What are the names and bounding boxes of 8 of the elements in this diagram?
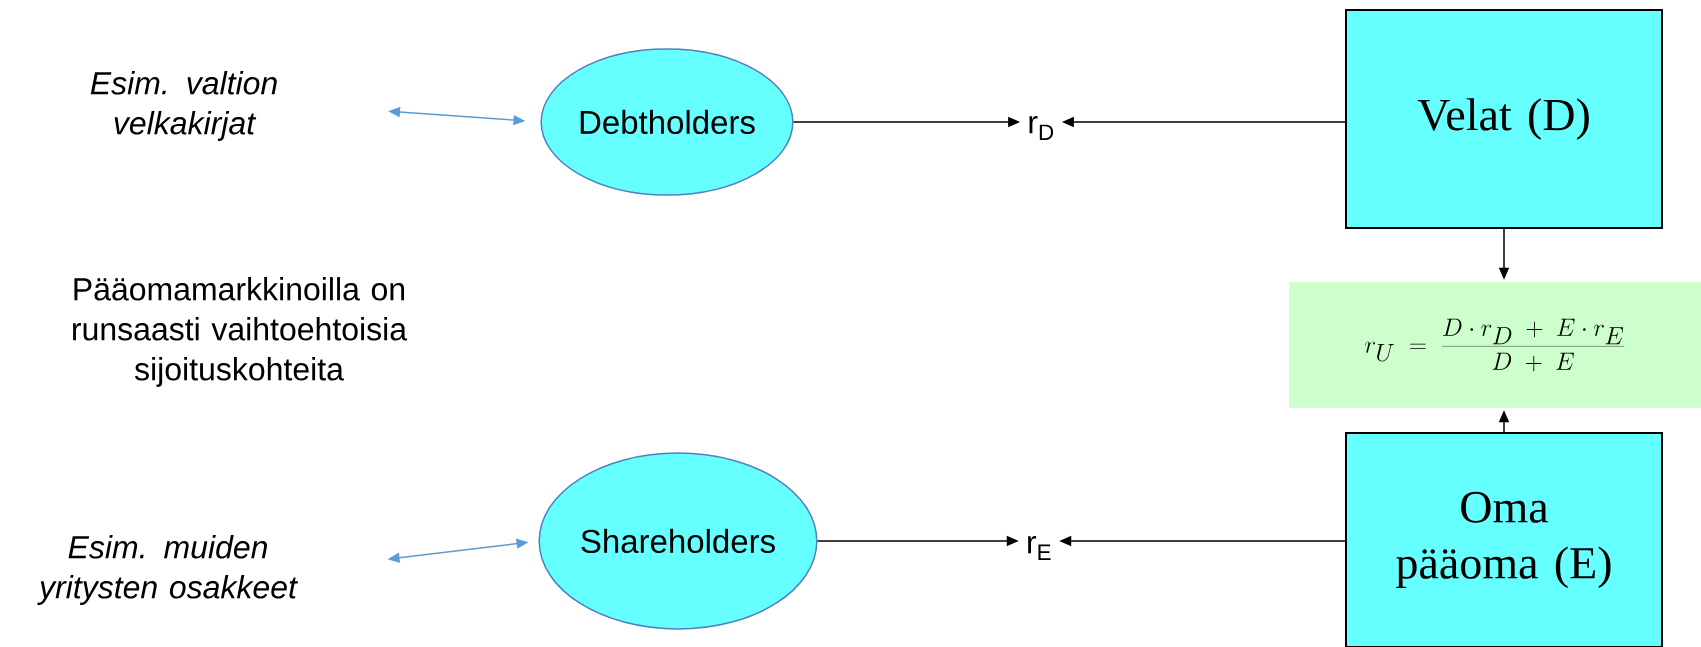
formula-box: $r_U \;=\; \frac{D \cdot r_D \;+\; E \cdot r_E}{D \;+\; E}$ bbox=[1289, 282, 1701, 408]
return-symbol: r$_{E}$ bbox=[1028, 535, 1051, 560]
example-text: Esim. muiden yritysten osakkeet bbox=[37, 535, 299, 605]
balance-box: Velat (D) bbox=[1345, 9, 1663, 229]
example-text: Esim. valtion velkakirjat bbox=[90, 71, 277, 141]
balance-box: Oma pääoma (E) bbox=[1345, 432, 1663, 647]
return-symbol: r$_{D}$ bbox=[1029, 115, 1054, 141]
body-text: Pääomamarkkinoilla on runsaasti vaihtoehtoisia sijoituskohteita bbox=[73, 277, 408, 387]
